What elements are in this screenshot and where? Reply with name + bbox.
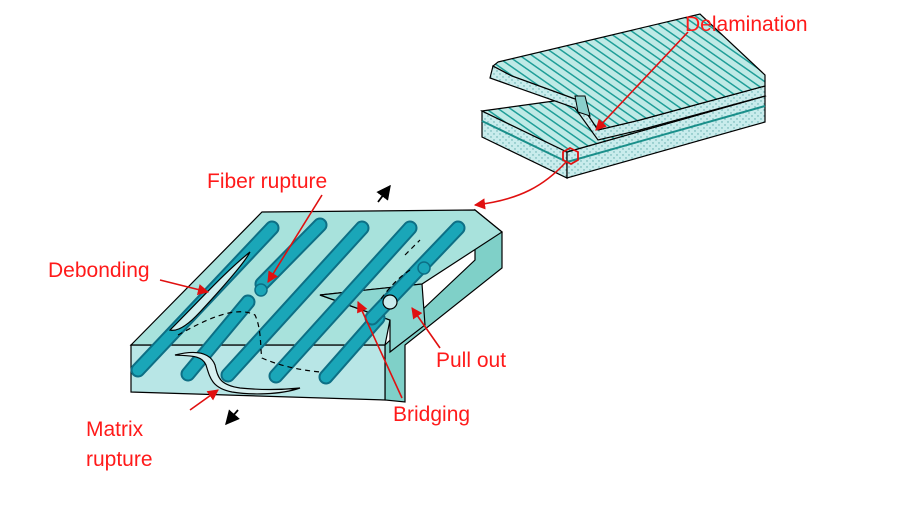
fiber: [222, 222, 368, 381]
fiber-rupture-pointer: [267, 194, 323, 283]
label-matrix-rupture-line1: Matrix: [86, 418, 144, 441]
detail-marker: [562, 146, 579, 166]
ruptured-fiber-end: [254, 283, 268, 297]
label-matrix-rupture-line2: rupture: [86, 448, 153, 471]
label-delamination: Delamination: [685, 13, 808, 36]
label-pull-out: Pull out: [436, 349, 506, 372]
load-arrow-up: [376, 184, 391, 203]
matrix-rupture-crack: [174, 351, 301, 395]
label-bridging: Bridging: [393, 403, 470, 426]
debonding-pointer: [159, 279, 210, 295]
label-debonding: Debonding: [48, 259, 150, 282]
detail-block: [129, 208, 504, 403]
zoom-connector-arrow: [473, 161, 567, 210]
load-arrow-down: [225, 409, 240, 426]
pulled-fiber-end: [382, 294, 398, 310]
hidden-crack-path: [177, 311, 321, 373]
block-right-face: [384, 208, 503, 403]
bridging-pointer: [357, 300, 403, 399]
fiber: [270, 222, 416, 382]
ply-interface-line: [481, 120, 568, 163]
delamination-crack: [574, 95, 591, 117]
pull-out-pointer: [411, 307, 441, 349]
hidden-crack-path: [379, 239, 421, 301]
label-fiber-rupture: Fiber rupture: [207, 170, 327, 193]
matrix-rupture-pointer: [189, 389, 219, 411]
delamination-pointer: [595, 31, 689, 131]
ply-interface-line: [566, 105, 766, 163]
laminate-upper-ply-top: [491, 13, 766, 131]
fiber-end: [417, 261, 431, 275]
fiber: [182, 296, 254, 380]
laminate-block: [479, 13, 767, 179]
